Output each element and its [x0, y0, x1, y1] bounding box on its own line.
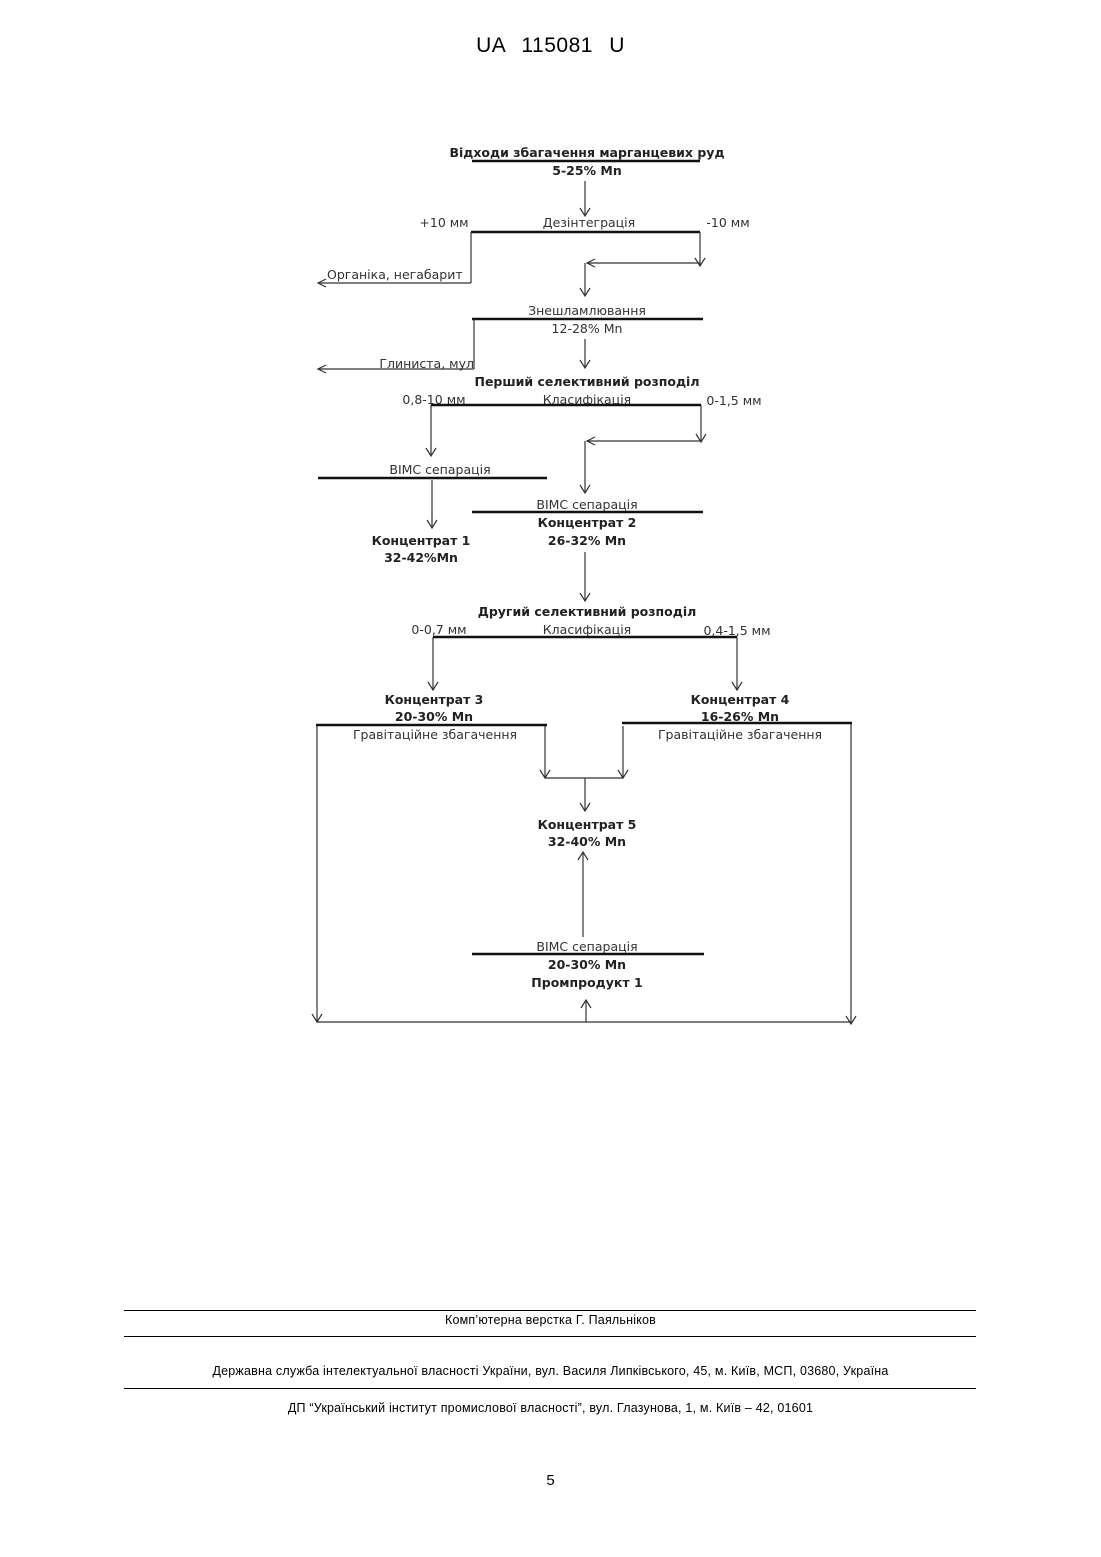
grav-left-label: Гравітаційне збагачення [353, 727, 517, 742]
page-number: 5 [0, 1472, 1101, 1489]
middling-grade: 20-30% Mn [548, 957, 626, 972]
feed-grade: 5-25% Mn [552, 163, 622, 178]
conc4-name: Концентрат 4 [691, 692, 790, 707]
conc2-name: Концентрат 2 [538, 515, 637, 530]
conc1-name: Концентрат 1 [372, 533, 471, 548]
sep-right-label: ВІМС сепарація [536, 497, 637, 512]
desliming-grade: 12-28% Mn [552, 321, 623, 336]
conc5-grade: 32-40% Mn [548, 834, 626, 849]
second-classification-label: Класифікація [543, 622, 631, 637]
conc3-name: Концентрат 3 [385, 692, 484, 707]
disintegration-minus-label: -10 мм [706, 215, 749, 230]
institute-address: ДП “Український інститут промислової вла… [0, 1401, 1101, 1415]
disintegration-plus-label: +10 мм [419, 215, 468, 230]
footer-divider [124, 1388, 976, 1389]
second-stage-title: Другий селективний розподіл [478, 604, 697, 619]
conc2-grade: 26-32% Mn [548, 533, 626, 548]
sep-final-label: ВІМС сепарація [536, 939, 637, 954]
process-flow-diagram: Відходи збагачення марганцевих руд 5-25%… [0, 0, 1101, 1100]
conc5-name: Концентрат 5 [538, 817, 637, 832]
slime-reject-label: Глиниста, мул [379, 356, 474, 371]
feed-title: Відходи збагачення марганцевих руд [449, 145, 724, 160]
desliming-label: Знешламлювання [528, 303, 646, 318]
middling-name: Промпродукт 1 [531, 975, 642, 990]
second-fine-label: 0-0,7 мм [411, 622, 466, 637]
first-stage-title: Перший селективний розподіл [474, 374, 699, 389]
conc1-grade: 32-42%Mn [384, 550, 458, 565]
first-fine-label: 0-1,5 мм [706, 393, 761, 408]
footer-divider [124, 1310, 976, 1311]
sep-left-label: ВІМС сепарація [389, 462, 490, 477]
conc3-grade: 20-30% Mn [395, 709, 473, 724]
footer-divider [124, 1336, 976, 1337]
disintegration-label: Дезінтеграція [543, 215, 635, 230]
ip-office-address: Державна служба інтелектуальної власност… [0, 1364, 1101, 1378]
layout-credit: Комп’ютерна верстка Г. Паяльніков [0, 1313, 1101, 1327]
grav-right-label: Гравітаційне збагачення [658, 727, 822, 742]
organics-reject-label: Органіка, негабарит [327, 267, 463, 282]
